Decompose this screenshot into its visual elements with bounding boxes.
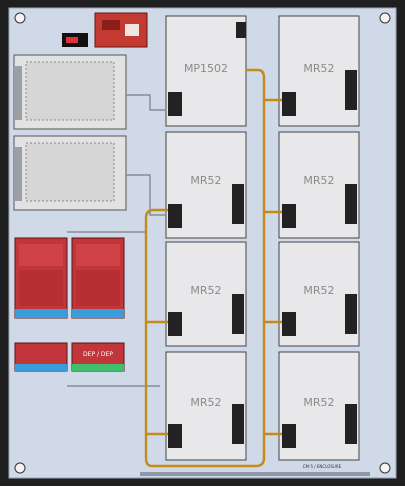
board-mr52-r1-label: MR52 <box>303 62 334 75</box>
board-mr52-l3: MR52 <box>165 241 247 347</box>
board-mr52-r4-connector-left <box>282 424 296 448</box>
mounting-holes <box>14 12 391 474</box>
gray-wiring <box>67 94 165 387</box>
board-mr52-r4-label: MR52 <box>303 396 334 409</box>
board-mr52-l2-connector <box>232 184 244 224</box>
controller-boards: MP1502 MR52 MR52 MR52 MR52 <box>165 15 360 461</box>
board-mr52-r1: MR52 <box>278 15 360 127</box>
small-board-2-terminals <box>72 364 124 371</box>
power-supply-1 <box>13 54 127 130</box>
board-mp1502: MP1502 <box>165 15 247 127</box>
power-supply-2-terminals <box>14 147 22 201</box>
board-mp1502-connector-left <box>168 92 182 116</box>
board-mr52-r3: MR52 <box>278 241 360 347</box>
board-mr52-l4-label: MR52 <box>190 396 221 409</box>
orange-cable-main <box>144 68 266 468</box>
board-mr52-r3-connector <box>345 294 357 334</box>
relay-board-2 <box>71 237 125 319</box>
board-mr52-l2: MR52 <box>165 131 247 239</box>
board-mr52-r3-label: MR52 <box>303 284 334 297</box>
relay-board-1-terminals <box>15 309 67 318</box>
board-mr52-l3-connector <box>232 294 244 334</box>
board-mr52-r3-connector-left <box>282 312 296 336</box>
small-board-2: DEP / DEP <box>71 342 125 372</box>
board-mr52-l4-connector <box>232 404 244 444</box>
small-top-board-relay <box>125 24 139 36</box>
board-mr52-l4-connector-left <box>168 424 182 448</box>
power-supply-2-grille <box>25 142 115 202</box>
enclosure-bottom-label: CM-5 / ENCLOSURE <box>303 464 342 469</box>
power-supply-2 <box>13 135 127 211</box>
relay-board-1 <box>14 237 68 319</box>
board-mr52-r2-label: MR52 <box>303 174 334 187</box>
board-mr52-r4: MR52 <box>278 351 360 461</box>
mount-hole-bl <box>14 462 26 474</box>
small-board-2-label: DEP / DEP <box>83 351 113 358</box>
gray-wire-1 <box>126 94 165 111</box>
board-mr52-l2-connector-left <box>168 204 182 228</box>
small-board-1 <box>14 342 68 372</box>
board-mr52-r1-connector-left <box>282 92 296 116</box>
board-mr52-l3-connector-left <box>168 312 182 336</box>
gray-wire-2 <box>126 174 165 216</box>
board-mr52-r2-connector <box>345 184 357 224</box>
board-mr52-r4-connector <box>345 404 357 444</box>
mount-hole-br <box>379 462 391 474</box>
board-mr52-l2-label: MR52 <box>190 174 221 187</box>
mount-hole-tr <box>379 12 391 24</box>
small-board-1-terminals <box>15 364 67 371</box>
orange-cable <box>144 68 282 468</box>
board-mr52-l3-label: MR52 <box>190 284 221 297</box>
relay-board-1-relays <box>19 270 63 306</box>
board-mr52-l4: MR52 <box>165 351 247 461</box>
small-top-board-chip <box>102 20 120 30</box>
relay-board-2-relays <box>76 270 120 306</box>
board-mr52-r2-connector-left <box>282 204 296 228</box>
board-mr52-r1-connector <box>345 70 357 110</box>
board-mp1502-label: MP1502 <box>184 62 228 75</box>
board-mr52-r2: MR52 <box>278 131 360 239</box>
bottom-rail <box>140 472 370 476</box>
relay-board-2-top <box>76 244 120 266</box>
power-switch-led <box>66 37 78 43</box>
power-supply-1-grille <box>25 61 115 121</box>
mount-hole-tl <box>14 12 26 24</box>
relay-board-2-terminals <box>72 309 124 318</box>
board-mp1502-connector-top <box>236 22 246 38</box>
power-supply-1-terminals <box>14 66 22 120</box>
relay-board-1-top <box>19 244 63 266</box>
